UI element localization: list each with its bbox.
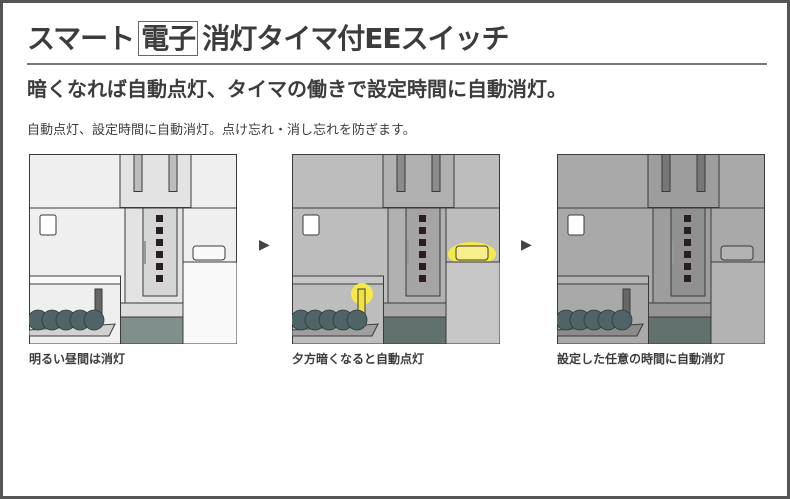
door-window (684, 251, 691, 258)
entrance-floor (647, 316, 712, 345)
scene-day (27, 154, 238, 345)
title-divider (27, 63, 767, 65)
slit-window (396, 154, 406, 192)
title-boxed-label: 電子 (138, 21, 199, 56)
door-window (684, 275, 691, 282)
shrub (346, 309, 368, 331)
wall-light (455, 245, 489, 261)
slit-window (431, 154, 441, 192)
house-entrance-illustration (290, 154, 501, 345)
door-window (419, 251, 426, 258)
slit-window (168, 154, 178, 192)
wall-switch (302, 214, 320, 236)
right-wall (710, 261, 766, 345)
caption-dusk: 夕方暗くなると自動点灯 (292, 352, 425, 366)
upper-wall (647, 154, 720, 208)
door-window (419, 227, 426, 234)
description: 自動点灯、設定時間に自動消灯。点け忘れ・消し忘れを防ぎます。 (27, 123, 416, 138)
entrance-floor (119, 316, 184, 345)
right-wall (182, 261, 238, 345)
door-handle (144, 241, 146, 264)
slit-window (696, 154, 706, 192)
planter-wall (557, 275, 649, 285)
shrub (611, 309, 633, 331)
door-window (419, 239, 426, 246)
entrance-floor (382, 316, 447, 345)
door-handle (672, 241, 674, 264)
planter-wall (29, 275, 121, 285)
door-window (419, 215, 426, 222)
door-window (156, 251, 163, 258)
house-entrance-illustration (555, 154, 766, 345)
arrow-icon: ▶ (259, 237, 270, 253)
door-window (684, 239, 691, 246)
door-window (684, 263, 691, 270)
subtitle: 暗くなれば自動点灯、タイマの働きで設定時間に自動消灯。 (27, 77, 567, 101)
door-window (684, 215, 691, 222)
door-handle (407, 241, 409, 264)
wall-light (720, 245, 754, 261)
door-window (684, 227, 691, 234)
wall-switch (39, 214, 57, 236)
wall-light (192, 245, 226, 261)
door-window (156, 239, 163, 246)
caption-night: 設定した任意の時間に自動消灯 (557, 352, 726, 366)
scene-dusk (290, 154, 501, 345)
title-suffix: 消灯タイマ付EEスイッチ (202, 22, 509, 55)
page-title: スマート電子消灯タイマ付EEスイッチ (27, 17, 509, 57)
arrow-icon: ▶ (521, 237, 532, 253)
slit-window (661, 154, 671, 192)
scene-night (555, 154, 766, 345)
upper-wall (119, 154, 192, 208)
door-window (156, 275, 163, 282)
right-wall (445, 261, 501, 345)
house-entrance-illustration (27, 154, 238, 345)
wall-switch (567, 214, 585, 236)
door-window (419, 275, 426, 282)
door-window (156, 215, 163, 222)
door-window (156, 263, 163, 270)
planter-wall (292, 275, 384, 285)
shrub (83, 309, 105, 331)
caption-day: 明るい昼間は消灯 (29, 352, 126, 366)
door-window (419, 263, 426, 270)
slit-window (133, 154, 143, 192)
title-prefix: スマート (27, 22, 135, 55)
door-window (156, 227, 163, 234)
upper-wall (382, 154, 455, 208)
